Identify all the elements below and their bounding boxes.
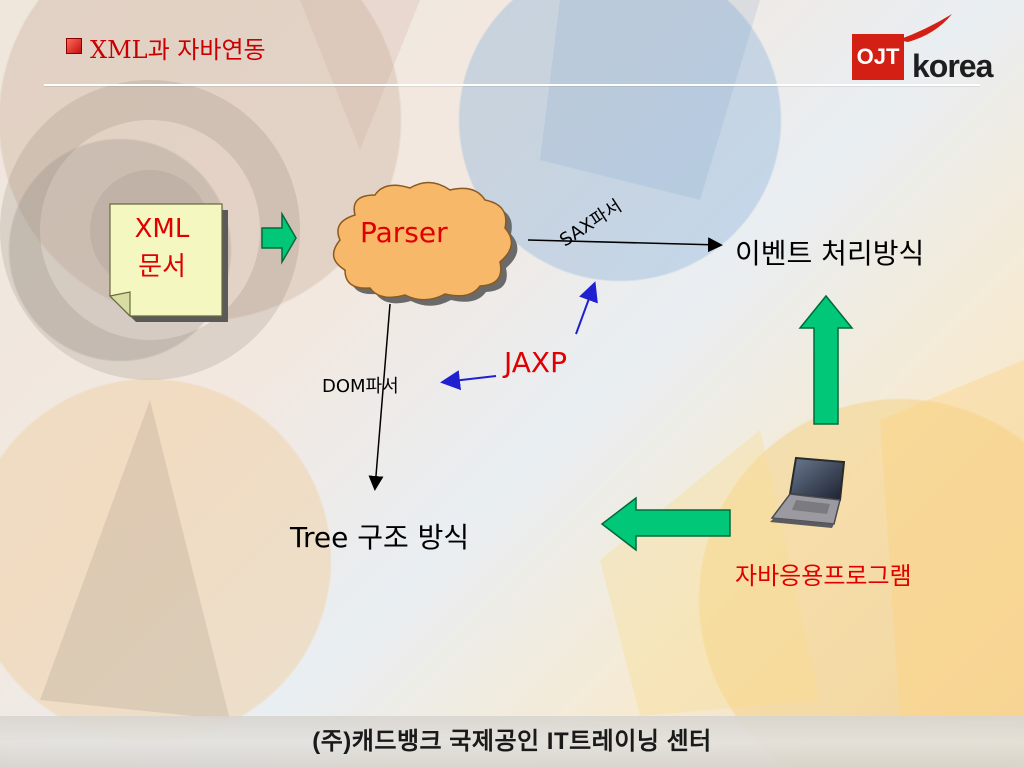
cloud-shape-icon: [332, 181, 513, 301]
laptop-icon: [770, 456, 846, 528]
footer-band: [0, 716, 1024, 768]
logo-word: korea: [912, 48, 993, 84]
jaxp-to-dom-arrow: [440, 370, 497, 391]
tree-method-label: Tree 구조 방식: [290, 521, 470, 554]
dom-parser-label: DOM파서: [322, 376, 399, 397]
title-divider: [44, 84, 980, 86]
parser-to-tree-arrow: [368, 303, 391, 491]
note-document-icon: [108, 291, 131, 318]
jaxp-to-sax-arrow: [575, 281, 598, 335]
event-method-label: 이벤트 처리방식: [735, 237, 925, 270]
slide-title: XML과 자바연동: [90, 36, 266, 64]
parser-label: Parser: [360, 216, 448, 249]
app-to-tree-arrow: [600, 496, 731, 552]
xml-document-line2: 문서: [138, 252, 186, 282]
java-app-label: 자바응용프로그램: [735, 562, 912, 590]
doc-to-parser-arrow: [261, 211, 297, 265]
xml-document-label: XML 문서: [112, 210, 212, 286]
parser-cloud: [332, 181, 518, 306]
title-bullet-icon: [66, 38, 82, 54]
app-to-event-arrow: [798, 294, 854, 425]
ojt-korea-logo: OJT korea: [852, 12, 993, 86]
footer-text: (주)캐드뱅크 국제공인 IT트레이닝 센터: [312, 728, 712, 755]
xml-document-note: [108, 203, 228, 322]
logo-swoosh-icon: [898, 14, 952, 42]
xml-document-line1: XML: [134, 214, 190, 244]
logo-badge: OJT: [852, 34, 904, 80]
parser-to-event-arrow: [527, 237, 723, 253]
jaxp-label: JAXP: [504, 346, 567, 379]
